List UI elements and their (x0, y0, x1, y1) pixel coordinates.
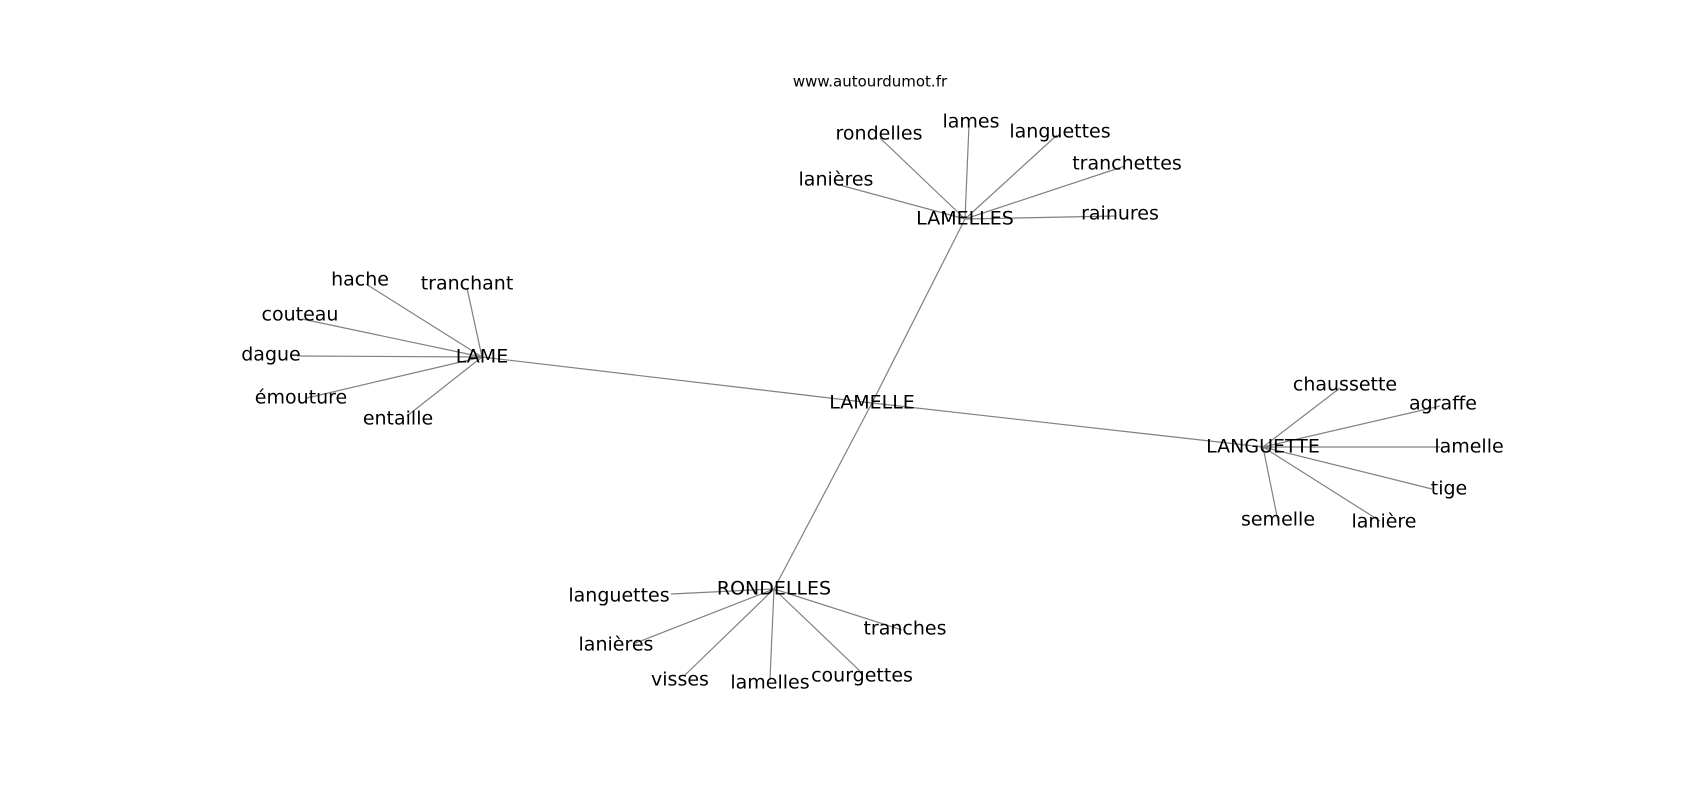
edge-lame-3 (296, 355, 483, 358)
leaf-node-rondelles-2: visses (651, 669, 709, 691)
edge-lamelles-5 (964, 215, 1117, 220)
leaf-node-rondelles-5: tranches (863, 618, 946, 640)
leaf-node-languette-1: agraffe (1409, 393, 1477, 415)
edge-center-lamelles (871, 218, 966, 404)
leaf-node-lame-3: dague (241, 344, 301, 366)
edge-rondelles-0 (670, 588, 775, 595)
leaf-node-languette-3: tige (1431, 478, 1467, 500)
edge-lamelles-4 (835, 183, 966, 220)
leaf-node-lame-1: tranchant (421, 273, 514, 295)
edge-lame-0 (365, 283, 483, 358)
leaf-node-lame-2: couteau (262, 304, 339, 326)
edge-lamelles-3 (964, 165, 1126, 220)
edge-lame-1 (466, 287, 483, 358)
leaf-node-rondelles-4: courgettes (811, 665, 913, 687)
edge-rondelles-3 (769, 588, 775, 680)
hub-node-rondelles: RONDELLES (717, 578, 831, 600)
edge-languette-3 (1262, 446, 1433, 490)
edge-lame-4 (306, 356, 483, 399)
edge-rondelles-2 (683, 588, 775, 677)
source-watermark: www.autourdumot.fr (793, 73, 948, 91)
leaf-node-languette-2: lamelle (1434, 436, 1503, 458)
edge-rondelles-1 (632, 588, 775, 645)
leaf-node-languette-0: chaussette (1293, 374, 1397, 396)
leaf-node-lamelles-1: lames (942, 111, 999, 133)
hub-node-lamelles: LAMELLES (916, 208, 1014, 230)
edge-lame-5 (406, 356, 483, 417)
leaf-node-rondelles-3: lamelles (730, 672, 809, 694)
edge-lamelles-1 (964, 124, 970, 220)
edge-lamelles-2 (964, 134, 1058, 220)
edge-center-rondelles (773, 402, 873, 590)
leaf-node-lame-4: émouture (255, 387, 347, 409)
edge-rondelles-4 (773, 588, 862, 673)
leaf-node-rondelles-1: lanières (579, 634, 654, 656)
edge-center-lame (481, 356, 873, 404)
leaf-node-rondelles-0: languettes (568, 585, 669, 607)
edge-languette-5 (1262, 446, 1381, 522)
edge-lame-2 (301, 318, 483, 358)
edge-languette-4 (1262, 446, 1279, 522)
edge-center-languette (871, 402, 1264, 448)
graph-edges (296, 124, 1441, 680)
edge-languette-0 (1262, 387, 1341, 448)
hub-node-lame: LAME (456, 346, 508, 368)
leaf-node-lamelles-5: rainures (1081, 203, 1159, 225)
leaf-node-lamelles-2: languettes (1009, 121, 1110, 143)
leaf-node-languette-4: semelle (1241, 509, 1315, 531)
hub-node-languette: LANGUETTE (1206, 436, 1320, 458)
edge-lamelles-0 (879, 137, 966, 220)
leaf-node-languette-5: lanière (1351, 511, 1416, 533)
edge-languette-1 (1262, 405, 1441, 448)
leaf-node-lamelles-3: tranchettes (1072, 153, 1182, 175)
leaf-node-lame-5: entaille (363, 408, 433, 430)
leaf-node-lamelles-4: lanières (799, 169, 874, 191)
center-node-label: LAMELLE (829, 392, 915, 414)
edge-rondelles-5 (773, 588, 903, 631)
leaf-node-lame-0: hache (331, 269, 389, 291)
leaf-node-lamelles-0: rondelles (836, 123, 923, 145)
graph-nodes: LAMELLES rondelles lames languettes tranchet… (241, 73, 1503, 694)
